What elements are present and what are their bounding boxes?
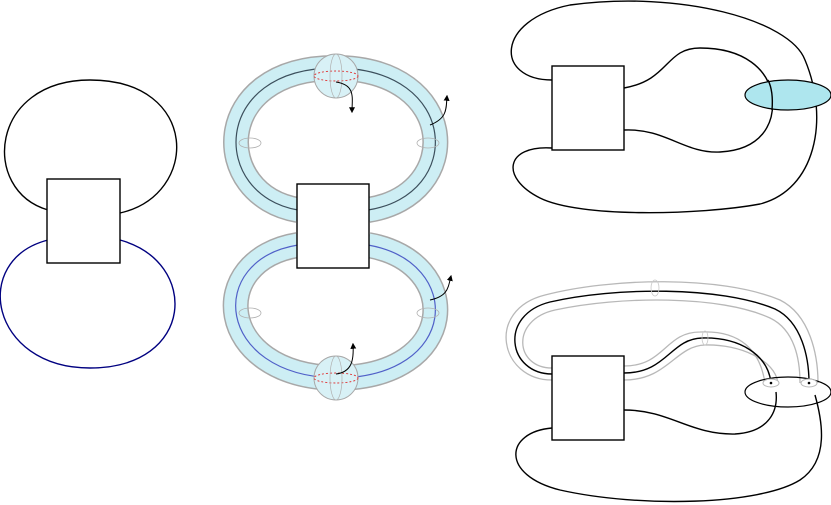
panel-right-top bbox=[510, 0, 831, 214]
outer-arc-top bbox=[510, 0, 818, 214]
upper-ball-meridian bbox=[329, 53, 343, 99]
upper-meridian-left bbox=[238, 137, 262, 149]
tangle-box bbox=[296, 183, 370, 269]
band-meridian-lobe bbox=[701, 330, 709, 346]
lower-ball-meridian bbox=[329, 355, 343, 401]
upper-tube-arrow bbox=[429, 94, 450, 126]
lower-meridian-right bbox=[416, 307, 440, 319]
band-outer-edge bbox=[505, 281, 819, 384]
tangle-box bbox=[551, 65, 625, 151]
puncture-point-right bbox=[807, 381, 811, 385]
upper-tube bbox=[223, 53, 450, 223]
lower-ball-equator bbox=[313, 372, 359, 384]
disk-crossing-strand bbox=[767, 79, 774, 111]
outer-arc-bottom bbox=[515, 394, 823, 503]
panel-middle bbox=[222, 53, 453, 401]
panel-left bbox=[0, 79, 178, 369]
puncture-point-left bbox=[769, 381, 773, 385]
band-inner-edge bbox=[522, 299, 801, 384]
lower-tube-arrow bbox=[429, 274, 453, 301]
inner-lobe-band-inner bbox=[623, 344, 779, 384]
bottom-blue-loop bbox=[0, 239, 176, 369]
panel-right-bottom bbox=[505, 279, 831, 503]
upper-meridian-right bbox=[416, 137, 440, 149]
upper-ball-arrow bbox=[335, 81, 356, 114]
top-black-loop bbox=[3, 79, 178, 214]
lower-meridian-left bbox=[238, 307, 262, 319]
lower-ball-arrow bbox=[335, 342, 357, 375]
spanning-disk bbox=[744, 79, 831, 111]
band-core-strand bbox=[514, 290, 810, 384]
tangle-box bbox=[551, 355, 625, 441]
lower-lobe bbox=[623, 391, 777, 435]
band-meridian-top bbox=[650, 279, 660, 297]
spanning-circle bbox=[744, 376, 831, 408]
tangle-box bbox=[46, 178, 121, 264]
upper-ball-equator bbox=[313, 70, 359, 82]
lower-tube bbox=[222, 232, 453, 401]
